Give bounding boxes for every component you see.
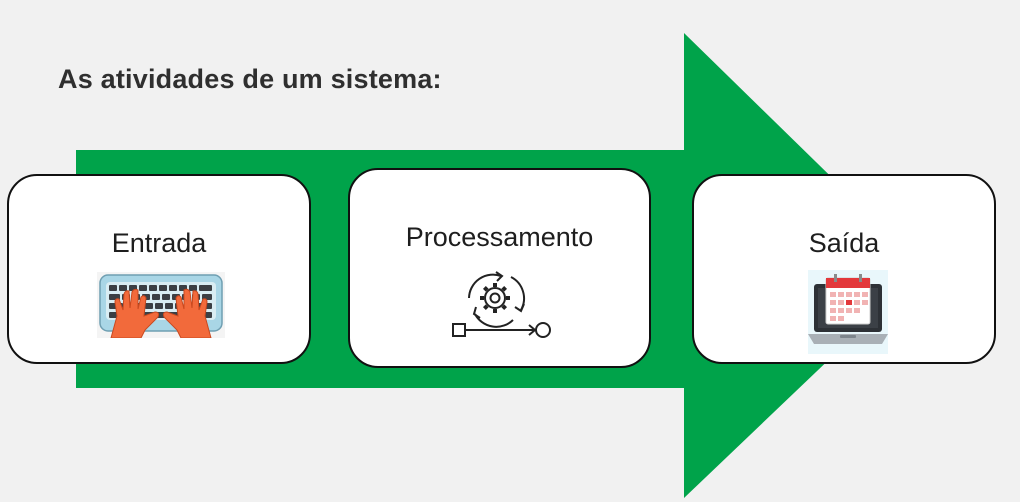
laptop-calendar-icon [808, 270, 888, 354]
step-card-entrada: Entrada [7, 174, 311, 364]
step-label-processamento: Processamento [405, 222, 594, 252]
gear-process-cycle-icon [452, 271, 551, 338]
step-card-saida: Saída [692, 174, 996, 364]
step-label-entrada: Entrada [111, 228, 207, 258]
hands-typing-keyboard-icon [97, 272, 225, 338]
page-title: As atividades de um sistema: [58, 64, 442, 94]
step-card-processamento: Processamento [348, 168, 651, 368]
step-label-saida: Saída [808, 228, 880, 258]
